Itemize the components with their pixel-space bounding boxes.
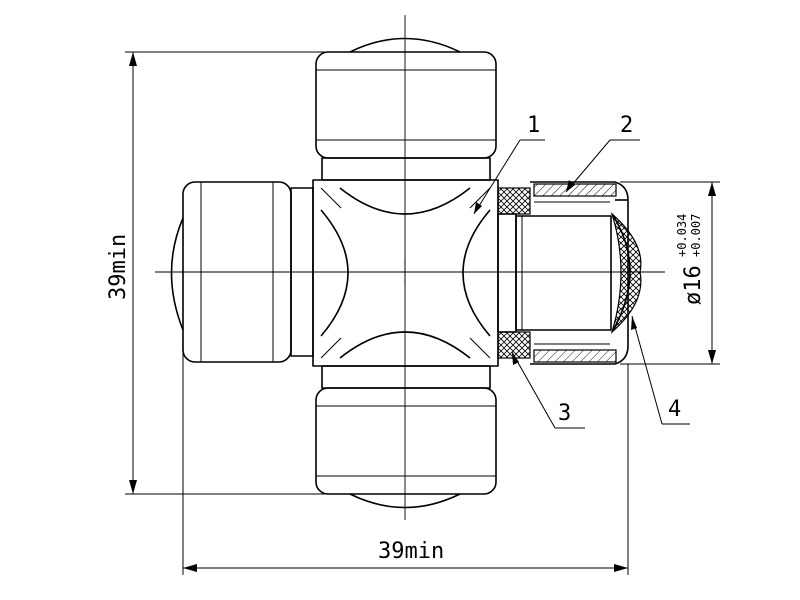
- seal-top: [497, 187, 531, 215]
- callout-3: 3: [511, 351, 585, 429]
- seal-bottom: [497, 331, 531, 359]
- cup-wall-bottom: [533, 349, 617, 363]
- width-dimension: 39min: [182, 330, 629, 575]
- callout-2: 2: [565, 113, 640, 193]
- center-lines: [155, 15, 665, 520]
- callout-label-3: 3: [558, 401, 571, 426]
- diameter-dimension: ø16 +0.034 +0.007: [620, 181, 720, 365]
- end-cap-hatch: [610, 212, 642, 334]
- callout-1: 1: [473, 113, 545, 215]
- cup-wall-top: [533, 183, 617, 197]
- height-dimension-label: 39min: [106, 234, 131, 300]
- diameter-tolerance-lower: +0.007: [689, 214, 703, 257]
- diameter-tolerance-upper: +0.034: [675, 214, 689, 257]
- callout-label-4: 4: [668, 397, 681, 422]
- cross-body: [312, 179, 499, 367]
- bottom-bearing-cap: [315, 365, 497, 509]
- top-bearing-cap: [315, 37, 497, 181]
- diameter-label: ø16: [681, 265, 706, 305]
- callout-4: 4: [631, 315, 690, 425]
- height-dimension: 39min: [106, 51, 405, 495]
- callout-label-2: 2: [620, 113, 633, 138]
- width-dimension-label: 39min: [378, 539, 444, 564]
- callout-label-1: 1: [527, 113, 540, 138]
- right-trunnion-section: [497, 181, 642, 365]
